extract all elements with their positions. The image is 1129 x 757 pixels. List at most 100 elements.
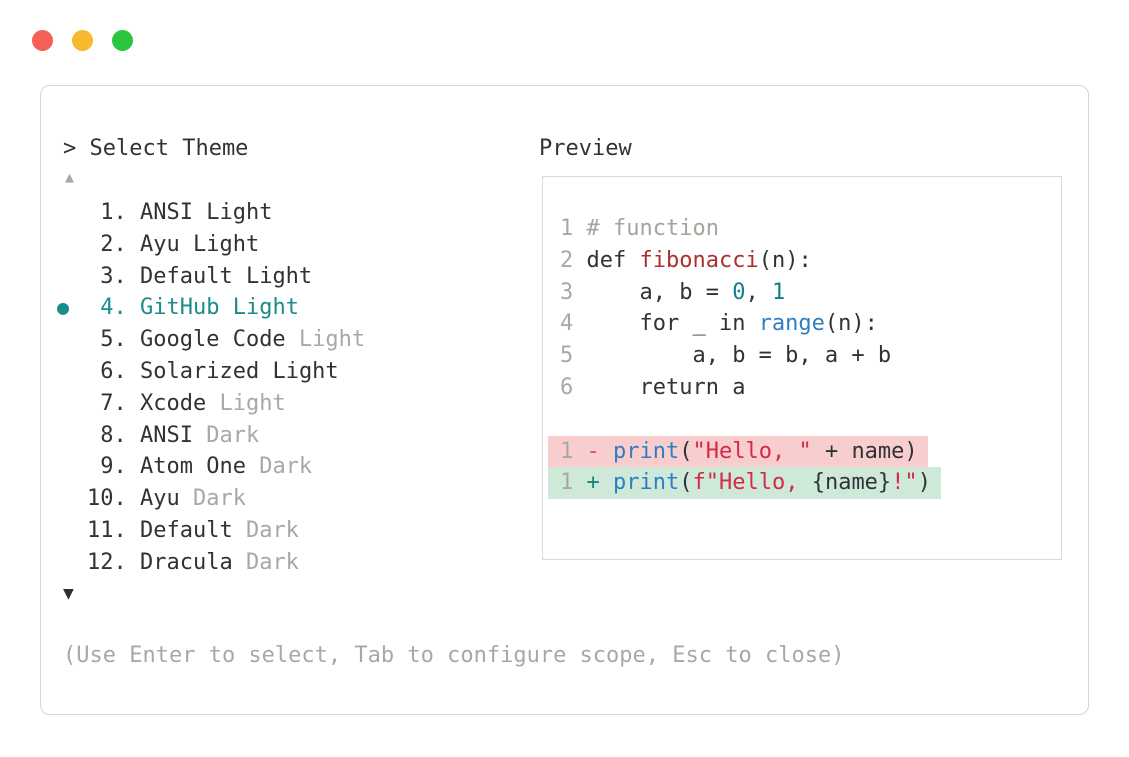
code-token-text: def	[586, 247, 640, 273]
select-theme-prompt: > Select Theme	[63, 136, 249, 161]
bullet-slot	[57, 451, 87, 483]
zoom-button-icon[interactable]	[112, 30, 133, 51]
theme-item-number: 9.	[87, 454, 140, 480]
code-token-text: (	[679, 438, 693, 464]
line-number: 1	[560, 216, 587, 241]
bullet-slot	[57, 388, 87, 420]
theme-item-number: 10.	[87, 486, 140, 512]
theme-item-name: Default	[139, 263, 233, 289]
theme-item-name: ANSI	[139, 200, 193, 225]
theme-item-name: Google Code	[139, 327, 286, 353]
line-number: 2	[560, 247, 587, 273]
diff-line-added: 1 + print(f"Hello, {name}!")	[548, 467, 941, 500]
theme-item-ansi-dark[interactable]: 8. ANSI Dark	[57, 420, 365, 452]
minimize-button-icon[interactable]	[72, 30, 93, 51]
theme-item-name: Solarized	[139, 358, 260, 384]
bullet-slot	[57, 197, 87, 229]
diff-highlight-added: 1 + print(f"Hello, {name}!")	[548, 467, 941, 500]
theme-item-variant: Light	[192, 200, 273, 225]
theme-item-github-light[interactable]: ● 4. GitHub Light	[57, 292, 365, 324]
theme-item-name: Xcode	[139, 390, 207, 416]
diff-highlight-removed: 1 - print("Hello, " + name)	[548, 435, 928, 468]
theme-item-ayu-dark[interactable]: 10. Ayu Dark	[57, 483, 365, 515]
code-token-string: !"	[891, 470, 918, 496]
theme-item-name: ANSI	[139, 422, 193, 448]
code-line: 2 def fibonacci(n):	[560, 245, 941, 277]
diff-minus-sign: -	[586, 438, 613, 464]
theme-list: 1. ANSI Light 2. Ayu Light 3. Default Li…	[57, 197, 365, 579]
theme-item-xcode-light[interactable]: 7. Xcode Light	[57, 388, 365, 420]
scroll-up-icon[interactable]: ▲	[65, 168, 75, 186]
code-line: 1 # function	[560, 213, 941, 245]
theme-item-number: 4.	[87, 295, 140, 321]
theme-item-name: Dracula	[139, 549, 233, 575]
code-token-text: a, b =	[586, 279, 733, 305]
theme-item-number: 11.	[87, 517, 140, 543]
theme-item-name: Ayu	[139, 231, 180, 257]
line-number: 4	[560, 311, 587, 337]
code-token-builtin: print	[613, 438, 680, 464]
theme-item-variant: Dark	[232, 549, 299, 575]
bullet-slot	[57, 515, 87, 547]
code-token-builtin: range	[758, 311, 825, 337]
keyboard-hint: (Use Enter to select, Tab to configure s…	[63, 643, 845, 668]
preview-label: Preview	[539, 136, 632, 161]
line-number: 6	[560, 374, 587, 400]
close-button-icon[interactable]	[32, 30, 53, 51]
theme-item-variant: Light	[259, 358, 339, 384]
theme-item-default-dark[interactable]: 11. Default Dark	[57, 515, 365, 547]
bullet-slot	[57, 547, 87, 579]
theme-item-number: 1.	[87, 200, 140, 225]
line-number: 5	[560, 343, 587, 369]
theme-item-atom-one-dark[interactable]: 9. Atom One Dark	[57, 451, 365, 483]
bullet-slot	[57, 483, 87, 515]
theme-selector-panel: > Select Theme ▲ 1. ANSI Light 2. Ayu Li…	[40, 85, 1089, 715]
line-number: 1	[560, 470, 587, 496]
theme-item-name: Atom One	[139, 454, 246, 480]
code-token-text: (	[679, 470, 693, 496]
theme-item-number: 7.	[87, 390, 140, 416]
theme-item-variant: Dark	[179, 486, 246, 512]
bullet-slot	[57, 356, 87, 388]
bullet-slot	[57, 261, 87, 293]
theme-item-google-code-light[interactable]: 5. Google Code Light	[57, 324, 365, 356]
theme-item-number: 2.	[87, 231, 140, 257]
bullet-slot	[57, 229, 87, 261]
code-token-string: "Hello, "	[692, 438, 812, 464]
code-line: 5 a, b = b, a + b	[560, 340, 941, 372]
theme-item-variant: Light	[179, 231, 260, 257]
code-token-text: (n):	[824, 311, 878, 337]
diff-plus-sign: +	[586, 470, 613, 496]
code-line: 3 a, b = 0, 1	[560, 277, 941, 309]
code-token-text: {name}	[811, 470, 892, 496]
code-token-num: 0	[732, 279, 746, 305]
theme-item-number: 8.	[87, 422, 140, 448]
theme-item-solarized-light[interactable]: 6. Solarized Light	[57, 356, 365, 388]
scroll-down-icon[interactable]: ▼	[63, 583, 74, 604]
theme-item-number: 3.	[87, 263, 140, 289]
theme-item-number: 5.	[87, 327, 140, 353]
theme-item-variant: Light	[232, 263, 313, 289]
code-token-text: a, b = b, a + b	[586, 343, 892, 369]
theme-item-variant: Dark	[192, 422, 260, 448]
line-number: 3	[560, 279, 587, 305]
code-token-string: f"Hello,	[692, 470, 812, 496]
code-line: 4 for _ in range(n):	[560, 308, 941, 340]
theme-item-variant: Light	[285, 327, 366, 353]
bullet-slot	[57, 324, 87, 356]
theme-item-variant: Light	[206, 390, 286, 416]
code-token-text: ,	[745, 279, 772, 305]
code-token-text: )	[917, 470, 931, 496]
theme-item-name: Ayu	[139, 486, 180, 512]
code-token-text: return a	[586, 374, 746, 400]
theme-item-ansi-light[interactable]: 1. ANSI Light	[57, 197, 365, 229]
theme-item-dracula-dark[interactable]: 12. Dracula Dark	[57, 547, 365, 579]
theme-item-number: 6.	[87, 358, 140, 384]
theme-item-ayu-light[interactable]: 2. Ayu Light	[57, 229, 365, 261]
theme-item-default-light[interactable]: 3. Default Light	[57, 261, 365, 293]
theme-item-variant: Light	[219, 295, 299, 321]
code-token-comment: # function	[586, 216, 719, 241]
diff-line-removed: 1 - print("Hello, " + name)	[548, 435, 941, 468]
